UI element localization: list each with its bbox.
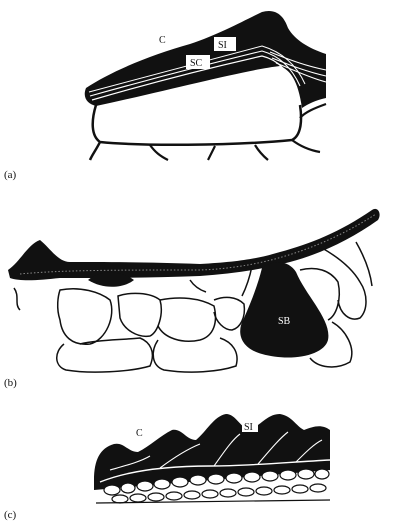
panel-a-caption: (a) xyxy=(4,169,17,181)
panel-a-label-si: SI xyxy=(218,40,227,51)
panel-b-caption: (b) xyxy=(4,377,17,389)
panel-a-label-sc: SC xyxy=(190,58,203,69)
panel-c-drawing xyxy=(94,414,330,503)
panel-b-drawing xyxy=(8,209,380,372)
panel-b-label-sb: SB xyxy=(278,316,291,327)
panel-c-label-si: SI xyxy=(244,422,253,433)
panel-c-caption: (c) xyxy=(4,509,17,521)
panel-c-label-c: C xyxy=(136,428,143,439)
panel-a-label-c: C xyxy=(159,35,166,46)
panel-a-drawing xyxy=(85,11,326,160)
